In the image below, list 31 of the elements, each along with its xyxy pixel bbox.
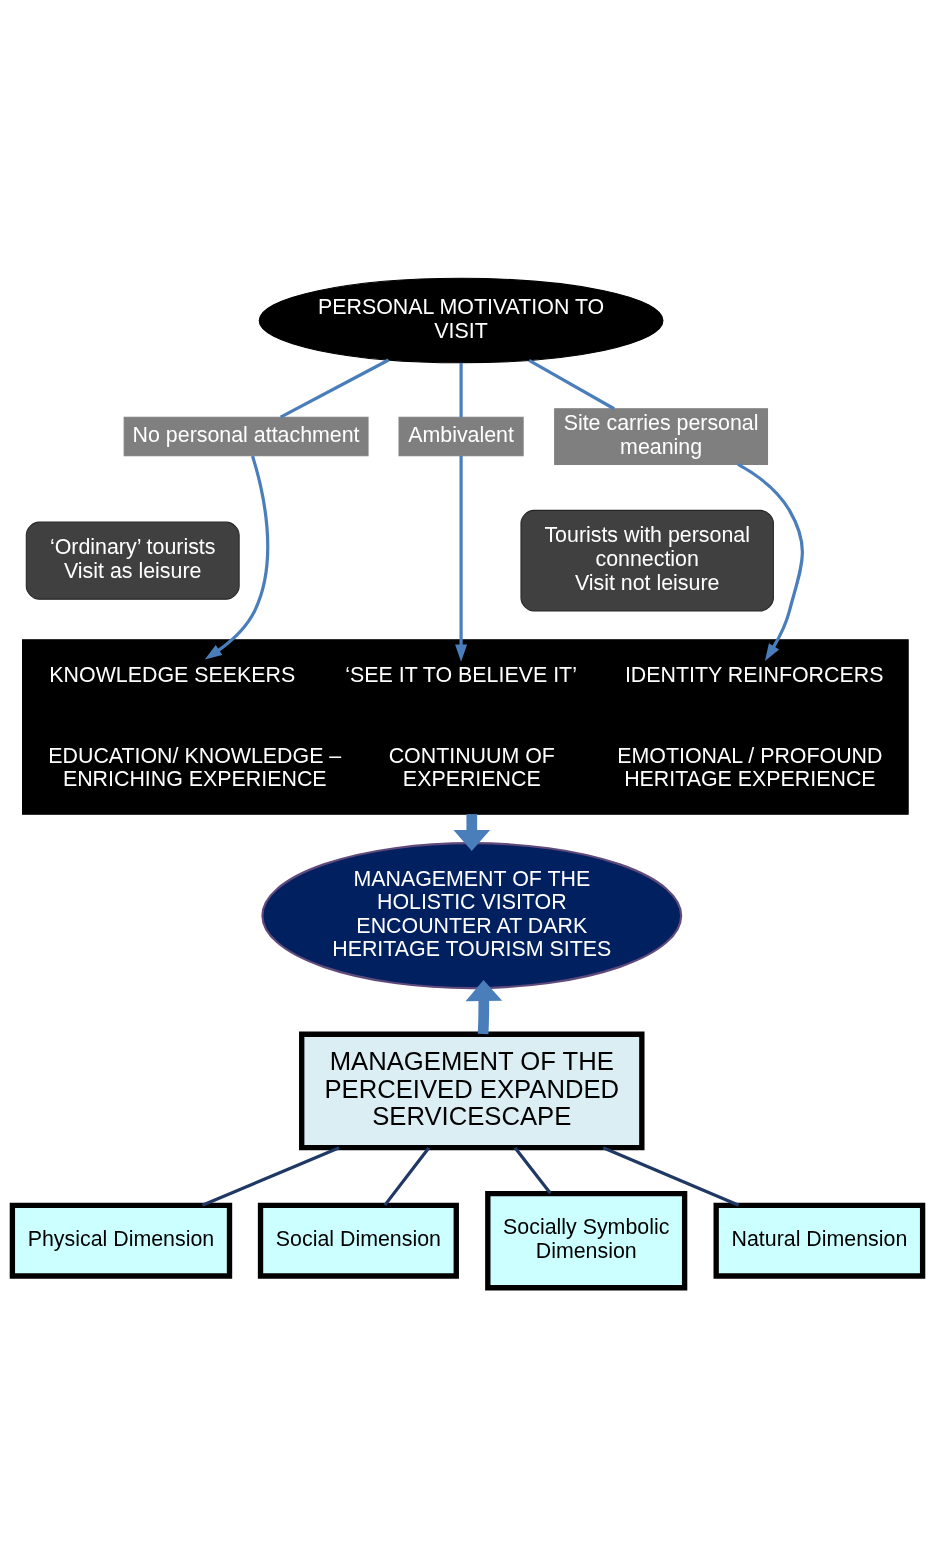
connector [528,358,615,411]
arrow [204,455,270,660]
node-ellipse: PERSONAL MOTIVATION TO VISIT [258,277,664,364]
node-ellipse: MANAGEMENT OF THE HOLISTIC VISITOR ENCOUNTER AT DARK HERITAGE TOURISM SITES [261,842,683,990]
arrow [465,980,503,1035]
node-box: Socially Symbolic Dimension [485,1190,688,1291]
arrow [737,463,804,661]
arrow [453,814,491,851]
node-box: Ambivalent [398,416,524,457]
node-text: CONTINUUM OF EXPERIENCE [388,743,555,792]
connector [459,363,463,418]
connector [383,1146,431,1207]
node-text: IDENTITY REINFORCERS [624,662,884,687]
connector [513,1146,552,1195]
node-box: Social Dimension [257,1202,459,1279]
connector [201,1146,340,1207]
connector [279,358,390,419]
node-box: ‘Ordinary’ tourists Visit as leisure [25,521,240,600]
node-text: EMOTIONAL / PROFOUND HERITAGE EXPERIENCE [617,743,883,792]
node-text: ‘SEE IT TO BELIEVE IT’ [345,662,577,687]
node-box: MANAGEMENT OF THE PERCEIVED EXPANDED SERVICESCAPE [299,1031,645,1151]
cluster [22,639,909,815]
node-box: Physical Dimension [9,1202,233,1279]
arrow [455,455,468,662]
node-text: EDUCATION/ KNOWLEDGE – ENRICHING EXPERIENCE [48,743,342,792]
node-box: Tourists with personal connection Visit not leisure [520,509,774,612]
node-box: No personal attachment [123,416,369,457]
node-box: Natural Dimension [713,1202,926,1279]
connector [602,1146,740,1207]
node-box: Site carries personal meaning [554,408,769,465]
node-text: KNOWLEDGE SEEKERS [49,662,296,687]
